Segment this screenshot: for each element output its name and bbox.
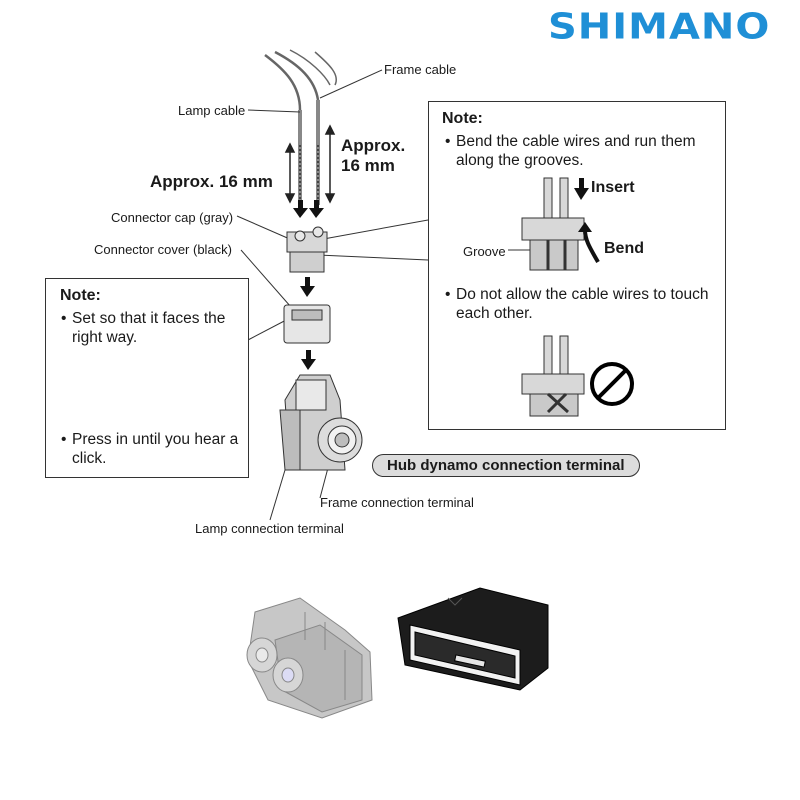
right-note-bullet-2: Do not allow the cable wires to touch ea… (445, 285, 721, 323)
black-cover-photo (397, 587, 549, 691)
frame-cable-label: Frame cable (384, 62, 457, 77)
crossed-wires-drawing (521, 335, 585, 417)
shimano-logo: SHIMANO (548, 6, 771, 48)
right-note-box: Note: Bend the cable wires and run them … (428, 101, 726, 430)
groove-label: Groove (463, 244, 506, 259)
connector-cover-label: Connector cover (black) (94, 242, 232, 257)
right-note-title: Note: (442, 110, 483, 127)
connector-cap-label: Connector cap (gray) (111, 210, 234, 225)
left-note-bullet-2: Press in until you hear a click. (61, 430, 247, 468)
cables (264, 49, 337, 205)
frame-terminal-label: Frame connection terminal (320, 495, 474, 510)
lamp-terminal-label: Lamp connection terminal (195, 521, 344, 536)
prohibited-icon-2 (590, 362, 634, 406)
hub-terminal-drawing (279, 374, 363, 471)
right-note-bullet-1: Bend the cable wires and run them along … (445, 132, 721, 170)
hub-terminal-badge: Hub dynamo connection terminal (372, 454, 640, 477)
approx-left-label: Approx. 16 mm (150, 172, 273, 191)
curved-arrow-icon (583, 229, 600, 263)
dimension-arrows (284, 124, 336, 204)
bend-label: Bend (604, 240, 644, 257)
down-arrows (293, 200, 324, 370)
lamp-cable-label: Lamp cable (178, 103, 246, 118)
insert-label: Insert (591, 179, 635, 196)
approx-right-label-1: Approx. (341, 136, 406, 155)
left-note-box: Note: Set so that it faces the right way… (45, 278, 249, 478)
left-note-bullet-1: Set so that it faces the right way. (61, 309, 247, 347)
approx-right-label-2: 16 mm (341, 156, 395, 175)
connector-cover-drawing (283, 304, 331, 344)
arrow-down-icon (574, 178, 589, 200)
groove-connector-drawing (521, 177, 585, 271)
connector-cap-drawing (286, 226, 328, 273)
left-note-title: Note: (60, 287, 101, 304)
gray-connector-photo (246, 597, 373, 719)
